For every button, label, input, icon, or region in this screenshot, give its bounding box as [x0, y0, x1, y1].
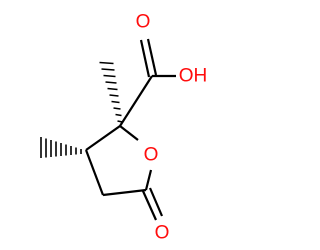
- c3-methyl-hashed-wedge: [40, 137, 82, 158]
- bond-c5-ketone-o-a: [141, 190, 158, 221]
- bond-ring-o-c2: [119, 125, 139, 141]
- ring-o-label: O: [144, 145, 159, 166]
- bond-carboxyl-c-o-double-a: [139, 39, 151, 78]
- bond-c5-ring-o: [144, 169, 153, 191]
- c2-methyl-hashed-wedge: [99, 61, 123, 123]
- bond-c5-ketone-o-b: [148, 187, 164, 217]
- bond-c2-carboxyl-c: [119, 75, 153, 127]
- bond-carboxyl-c-o-double-b: [146, 38, 158, 76]
- bond-c3-c4: [84, 149, 105, 196]
- ketone-o-label: O: [155, 223, 170, 244]
- carboxyl-oh-label: OH: [179, 66, 208, 87]
- carboxyl-o-double-label: O: [136, 12, 151, 33]
- bond-c2-c3: [85, 125, 121, 151]
- bond-c4-c5: [102, 188, 147, 197]
- structure-diagram: O OH O O: [40, 12, 208, 244]
